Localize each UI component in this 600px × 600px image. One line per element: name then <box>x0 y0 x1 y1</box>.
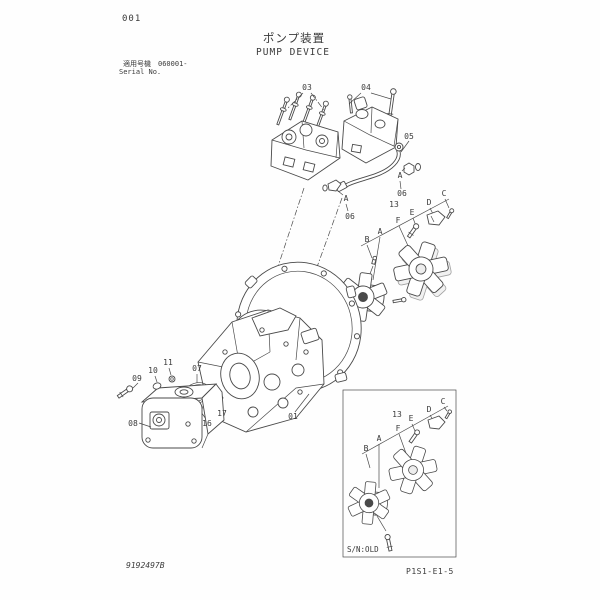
callout-06: 06 <box>397 189 407 198</box>
applicable-serial-label-en: Serial No. <box>119 68 161 76</box>
callout-03: 03 <box>302 83 312 92</box>
callout-05: 05 <box>404 132 414 141</box>
sn-old-inset: S/N:OLD <box>342 389 457 558</box>
applicable-serial-label-jp: 適用号機 <box>123 59 151 68</box>
page-title-english: PUMP DEVICE <box>256 47 330 58</box>
callout-A: A <box>377 434 382 443</box>
coupling-hub <box>338 272 388 322</box>
callout-13: 13 <box>392 410 402 419</box>
callout-F: F <box>396 424 401 433</box>
applicable-serial-value: 060001- <box>158 60 188 68</box>
callout-09: 09 <box>132 374 142 383</box>
callout-01: 01 <box>288 412 298 421</box>
main-pump-assembly-01 <box>197 307 325 433</box>
callout-08: 08 <box>128 419 138 428</box>
callout-A: A <box>344 194 349 203</box>
callout-C: C <box>441 397 446 406</box>
callout-D: D <box>427 198 432 207</box>
callout-B: B <box>365 235 370 244</box>
callout-13: 13 <box>389 200 399 209</box>
sheet-code: P1S1-E1-5 <box>406 567 454 576</box>
page-title-japanese: ポンプ装置 <box>263 31 325 45</box>
adapter-fitting-A06-right <box>399 162 421 190</box>
fitting-11 <box>168 367 176 383</box>
drawing-number: 9192497B <box>126 561 165 570</box>
callout-D: D <box>427 405 432 414</box>
gear-pump-08 <box>138 383 225 449</box>
pilot-valve-assembly-03 <box>270 91 341 181</box>
callout-11: 11 <box>163 358 173 367</box>
callout-16: 16 <box>202 419 212 428</box>
callout-A: A <box>378 227 383 236</box>
washer-10 <box>152 375 162 390</box>
bolt-09 <box>116 382 139 399</box>
pilot-hose-05 <box>335 140 410 192</box>
solenoid-valve-assembly-04 <box>341 88 399 164</box>
callout-10: 10 <box>148 366 158 375</box>
callout-B: B <box>364 444 369 453</box>
callout-A: A <box>398 171 403 180</box>
page-number: 001 <box>122 14 141 24</box>
callout-C: C <box>442 189 447 198</box>
callout-F: F <box>396 216 401 225</box>
callout-17: 17 <box>217 409 227 418</box>
adapter-fitting-A06-left <box>322 179 349 212</box>
coupling-group-13 <box>338 198 455 322</box>
callout-E: E <box>409 414 414 423</box>
coupling-spider <box>393 241 452 301</box>
callout-06: 06 <box>345 212 355 221</box>
callout-E: E <box>410 208 415 217</box>
callout-07: 07 <box>192 364 202 373</box>
callout-04: 04 <box>361 83 371 92</box>
inset-caption: S/N:OLD <box>347 545 379 554</box>
